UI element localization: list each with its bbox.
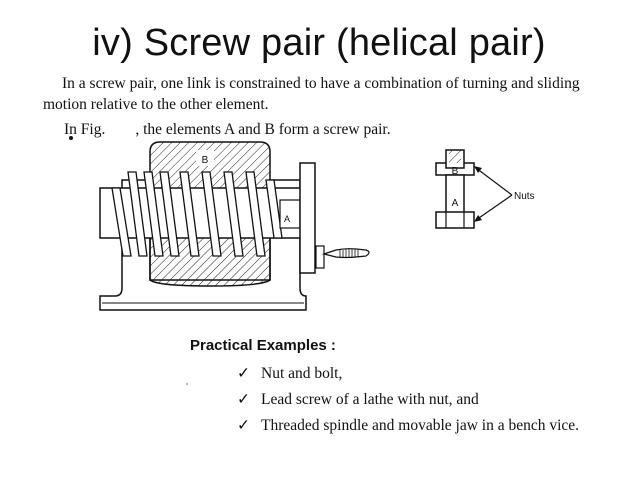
vice-handle (315, 245, 370, 269)
example-item-text: Lead screw of a lathe with nut, and (261, 391, 479, 408)
paragraph-line-2: motion relative to the other element. (43, 96, 269, 113)
nuts-pointer-lines (474, 166, 513, 222)
stray-dot (69, 136, 73, 140)
nuts-label: Nuts (514, 191, 535, 202)
side-label-b: B (452, 166, 459, 177)
check-icon: ✓ (237, 391, 250, 408)
check-icon: ✓ (237, 417, 250, 434)
example-item-text: Threaded spindle and movable jaw in a be… (261, 417, 580, 434)
paragraph-line-1: In a screw pair, one link is constrained… (62, 75, 580, 92)
label-a: A (284, 214, 290, 224)
example-item-text: Nut and bolt, (261, 365, 343, 382)
figure-reference-prefix: In Fig. (64, 121, 106, 138)
stray-mark (186, 383, 188, 385)
example-item-1: ✓ Nut and bolt, (237, 364, 342, 383)
slide-title: iv) Screw pair (helical pair) (92, 22, 546, 64)
screw-threads (111, 171, 283, 257)
bolt-schematic: B A (435, 149, 475, 229)
example-item-3: ✓ Threaded spindle and movable jaw in a b… (237, 416, 579, 435)
figure-reference-suffix: , the elements A and B form a screw pair… (135, 121, 391, 138)
label-b: B (202, 155, 209, 166)
check-icon: ✓ (237, 365, 250, 382)
movable-jaw (299, 162, 316, 274)
practical-examples-heading: Practical Examples : (190, 337, 336, 354)
figure-reference-line: In Fig. , the elements A and B form a scr… (64, 121, 391, 139)
example-item-2: ✓ Lead screw of a lathe with nut, and (237, 390, 479, 409)
side-label-a: A (452, 198, 459, 209)
